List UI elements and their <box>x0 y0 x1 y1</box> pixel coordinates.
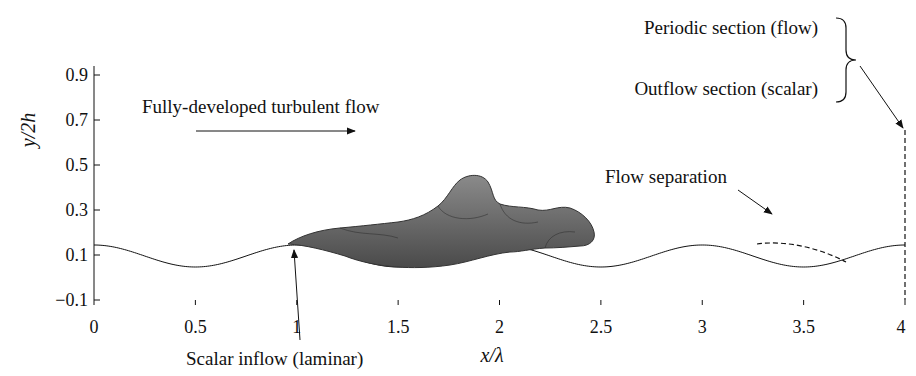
tick-mark <box>398 300 399 305</box>
outflow-boundary <box>904 130 905 300</box>
flow-arrow <box>196 131 355 132</box>
tick-mark <box>94 255 100 256</box>
tick-mark <box>600 300 601 305</box>
plume-folds <box>340 204 575 248</box>
tick-label: 0.1 <box>66 246 89 264</box>
annotation: Scalar inflow (laminar) <box>186 349 363 368</box>
scalar-plume <box>288 175 594 267</box>
annotation: Periodic section (flow) <box>644 18 818 37</box>
tick-label: 1.5 <box>387 318 410 336</box>
tick-label: 3 <box>698 318 707 336</box>
tick-label: 2.5 <box>590 318 613 336</box>
x-ticks <box>94 300 905 305</box>
tick-mark <box>94 120 100 121</box>
annotation: Flow separation <box>605 167 727 186</box>
tick-label: 4 <box>897 318 906 336</box>
tick-label: 0.7 <box>66 111 89 129</box>
tick-label: 2 <box>495 318 504 336</box>
tick-label: 0.9 <box>66 66 89 84</box>
axis-label: y/2h <box>18 113 38 147</box>
tick-label: 0.3 <box>66 201 89 219</box>
y-axis <box>94 66 95 300</box>
tick-mark <box>94 300 95 305</box>
tick-mark <box>94 300 100 301</box>
tick-label: 0 <box>90 318 99 336</box>
tick-label: −0.1 <box>55 291 88 309</box>
tick-label: 3.5 <box>792 318 815 336</box>
tick-mark <box>803 300 804 305</box>
separation-line <box>757 243 846 262</box>
annotation: Outflow section (scalar) <box>634 79 818 98</box>
brace <box>836 18 856 102</box>
tick-mark <box>499 300 500 305</box>
tick-mark <box>195 300 196 305</box>
tick-mark <box>702 300 703 305</box>
leader-arrow <box>738 190 772 214</box>
tick-mark <box>94 210 100 211</box>
y-ticks <box>94 75 100 300</box>
axis-label: x/λ <box>480 345 503 365</box>
tick-label: 0.5 <box>184 318 207 336</box>
tick-mark <box>905 300 906 305</box>
tick-mark <box>94 165 100 166</box>
leader-arrow <box>860 66 903 128</box>
tick-mark <box>94 75 100 76</box>
tick-label: 0.5 <box>66 156 89 174</box>
annotation: Fully-developed turbulent flow <box>142 97 379 116</box>
tick-label: 1 <box>292 318 301 336</box>
